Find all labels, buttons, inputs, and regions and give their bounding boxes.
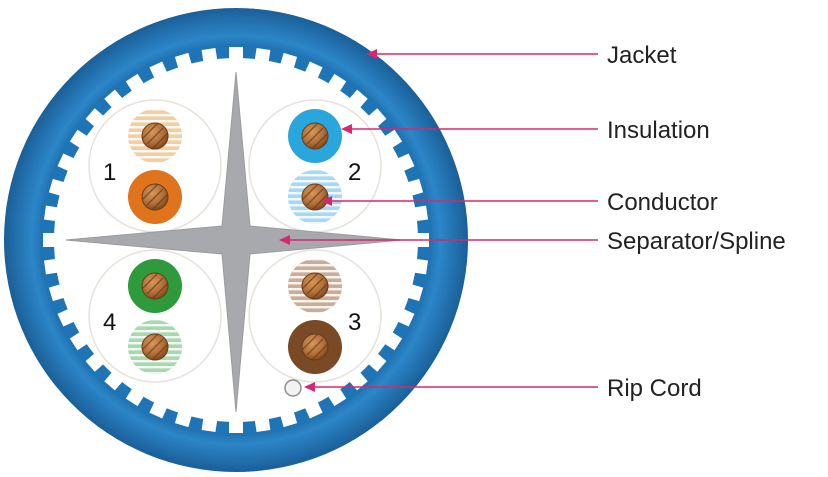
jacket-ridge — [414, 205, 429, 222]
conductor-strand — [146, 127, 164, 145]
jacket-ridge — [69, 331, 88, 351]
conductor-strand — [151, 282, 169, 300]
conductor-strand — [146, 338, 164, 356]
pair-2-wire-1 — [288, 109, 342, 163]
jacket-ridge — [407, 178, 424, 196]
pair-number-2: 2 — [348, 159, 361, 186]
conductor-strand — [311, 343, 329, 361]
jacket-ridge — [349, 89, 368, 108]
conductor-strand — [151, 193, 169, 211]
jacket-ridge — [254, 418, 271, 433]
jacket-label: Jacket — [607, 42, 677, 69]
jacket-ridge — [368, 353, 387, 372]
conductor-strand — [146, 277, 164, 295]
conductor-strand — [306, 277, 324, 295]
conductor-strand — [311, 132, 329, 150]
conductor-strand — [311, 282, 329, 300]
jacket-ridge — [48, 178, 65, 196]
separator-spline-label: Separator/Spline — [607, 228, 786, 255]
jacket-ridge — [85, 353, 104, 372]
pair-4-wire-2 — [128, 320, 182, 374]
pair-4-wire-1 — [128, 259, 182, 313]
conductor-strand — [311, 193, 329, 211]
pair-number-3: 3 — [348, 309, 361, 336]
conductor-strand — [301, 122, 319, 140]
jacket-ridge — [125, 388, 145, 407]
conductor-strand — [301, 333, 319, 351]
conductor-strand — [146, 188, 164, 206]
pair-3-wire-1 — [288, 259, 342, 313]
jacket-ridge — [280, 411, 298, 428]
jacket-ridge — [43, 233, 55, 247]
jacket-ridge — [85, 108, 104, 127]
jacket-ridge — [368, 108, 387, 127]
conductor-strand — [151, 132, 169, 150]
conductor-strand — [141, 183, 159, 201]
jacket-ridge — [349, 372, 368, 391]
jacket-ridge — [43, 205, 58, 222]
jacket-ridge — [201, 47, 218, 62]
conductor-label: Conductor — [607, 189, 718, 216]
jacket-ridge — [327, 73, 347, 92]
leader-lines — [279, 49, 598, 392]
jacket-ridge — [280, 52, 298, 69]
pair-3-wire-2 — [288, 320, 342, 374]
pair-number-1: 1 — [103, 159, 116, 186]
conductor-strand — [301, 272, 319, 290]
pair-bundles — [88, 99, 382, 383]
jacket-ridge — [407, 284, 424, 302]
jacket-ridge — [174, 411, 192, 428]
jacket-ridge — [201, 418, 218, 433]
jacket-ridge — [384, 129, 403, 149]
pair-1-wire-2 — [128, 170, 182, 224]
pair-number-4: 4 — [103, 309, 116, 336]
jacket-ridge — [104, 372, 123, 391]
pair-1-wire-1 — [128, 109, 182, 163]
jacket-ridge — [43, 258, 58, 275]
jacket-ridge — [104, 89, 123, 108]
separator-spline — [65, 71, 403, 413]
insulation-label: Insulation — [607, 117, 710, 144]
jacket-ridge — [229, 421, 243, 433]
rip-cord-label: Rip Cord — [607, 375, 702, 402]
wires — [128, 109, 342, 374]
conductor-strand — [141, 333, 159, 351]
jacket-ridge — [327, 388, 347, 407]
jacket-ridge — [384, 331, 403, 351]
rip-cord — [284, 379, 302, 397]
callout-labels: Jacket Insulation Conductor Separator/Sp… — [607, 42, 786, 402]
conductor-strand — [306, 338, 324, 356]
pair-2-wire-2 — [288, 170, 342, 224]
conductor-strand — [141, 122, 159, 140]
jacket-ridge — [414, 258, 429, 275]
conductor-strand — [151, 343, 169, 361]
conductor-strand — [306, 127, 324, 145]
pair-numbers: 1 2 3 4 — [103, 159, 361, 336]
conductor-strand — [141, 272, 159, 290]
jacket-ridge — [174, 52, 192, 69]
jacket-ridge — [69, 129, 88, 149]
jacket-ridge — [48, 284, 65, 302]
conductor-strand — [306, 188, 324, 206]
conductor-strand — [301, 183, 319, 201]
jacket-ridge — [254, 47, 271, 62]
jacket-ridge — [125, 73, 145, 92]
jacket-ridge — [229, 47, 243, 59]
